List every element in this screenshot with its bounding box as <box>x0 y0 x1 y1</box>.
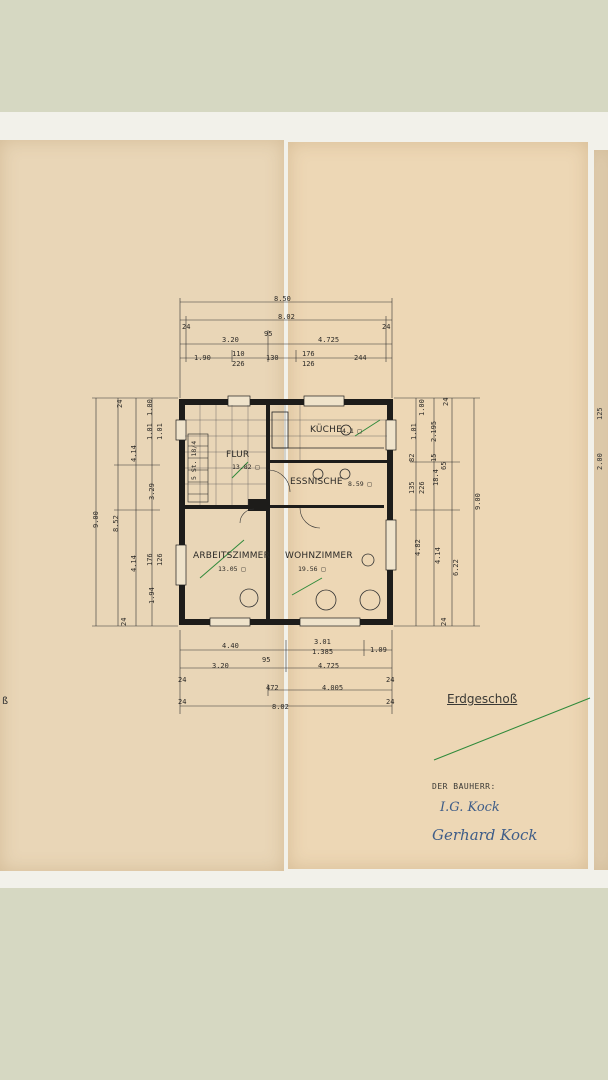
dim-top-4725: 4.725 <box>318 336 340 344</box>
edge-fragment-right-a: 125 <box>596 407 604 420</box>
dim-bottom-24d: 24 <box>386 698 395 706</box>
dim-top-130: 130 <box>266 354 279 362</box>
dim-right-482: 4.82 <box>414 539 422 556</box>
dim-bottom-24c: 24 <box>178 698 187 706</box>
dim-bottom-1385: 1.385 <box>312 648 334 656</box>
dim-left-852: 8.52 <box>112 515 120 532</box>
dim-top-244: 244 <box>354 354 367 362</box>
dim-right-82: 82 <box>408 453 416 462</box>
dim-right-15: 15 <box>430 453 438 462</box>
furniture <box>239 468 381 611</box>
stair <box>187 433 209 503</box>
dim-bottom-109: 1.09 <box>370 646 387 654</box>
room-label-kueche: KÜCHE <box>310 425 342 435</box>
dim-bottom-95: 95 <box>262 656 271 664</box>
dim-bottom-320: 3.20 <box>212 662 229 670</box>
room-area-essnische: 8.59 □ <box>348 480 372 488</box>
dim-bottom-802: 8.02 <box>272 703 289 711</box>
room-area-flur: 13.82 □ <box>232 463 260 471</box>
dim-right-622: 6.22 <box>452 559 460 576</box>
dim-top-126: 126 <box>302 360 315 368</box>
dim-top-190: 1.90 <box>194 354 211 362</box>
edge-fragment-left: ß <box>2 696 9 707</box>
room-area-arbeitszimmer: 13.05 □ <box>218 565 246 573</box>
dim-top-110: 110 <box>232 350 245 358</box>
dimension-lines-left <box>92 397 178 627</box>
room-area-kueche: 4.1 □ <box>342 427 362 435</box>
pen-marks-green <box>199 419 591 761</box>
dim-bottom-440: 4.40 <box>222 642 239 650</box>
dim-left-24b: 24 <box>120 617 128 626</box>
dim-right-184: 18.4 <box>432 469 440 486</box>
sheet-panel-edge <box>594 150 608 870</box>
dim-right-24b: 24 <box>440 617 448 626</box>
dim-left-329: 3.29 <box>148 483 156 500</box>
dim-bottom-4005: 4.005 <box>322 684 344 692</box>
signature-line-2: Gerhard Kock <box>432 826 538 844</box>
dim-bottom-301: 3.01 <box>314 638 331 646</box>
dim-left-414a: 4.14 <box>130 445 138 462</box>
dim-top-176: 176 <box>302 350 315 358</box>
room-label-essnische: ESSNISCHE <box>290 477 343 487</box>
dim-bottom-472: 472 <box>266 684 279 692</box>
dim-right-226: 226 <box>418 481 426 494</box>
dim-left-100: 1.00 <box>146 399 154 416</box>
dim-right-65: 65 <box>440 461 448 470</box>
dim-top-320: 3.20 <box>222 336 239 344</box>
room-label-arbeitszimmer: ARBEITSZIMMER <box>193 551 271 561</box>
room-label-wohnzimmer: WOHNZIMMER <box>285 551 353 561</box>
dim-bottom-4725: 4.725 <box>318 662 340 670</box>
dimension-lines-bottom <box>179 630 393 714</box>
dim-right-2195: 2.195 <box>430 420 438 442</box>
dim-top-overall-b: 8.02 <box>278 313 295 321</box>
dim-right-101: 1.01 <box>410 423 418 440</box>
dim-right-135: 135 <box>408 481 416 494</box>
room-label-flur: FLUR <box>226 450 250 460</box>
windows <box>175 395 397 627</box>
stair-label: 5 St. 18/4 <box>190 440 198 480</box>
dim-bottom-24b: 24 <box>386 676 395 684</box>
dim-left-900: 9.00 <box>92 511 100 528</box>
dim-left-101b: 1.01 <box>156 423 164 440</box>
edge-fragment-right-b: 2.00 <box>596 453 604 470</box>
dim-left-194: 1.94 <box>148 587 156 604</box>
dim-left-101a: 1.01 <box>146 423 154 440</box>
tile-pattern <box>185 405 387 505</box>
dim-left-126: 126 <box>156 553 164 566</box>
dim-left-24a: 24 <box>116 399 124 408</box>
signature-line-1: I.G. Kock <box>440 800 500 815</box>
dim-top-24b: 24 <box>382 323 391 331</box>
dim-top-226: 226 <box>232 360 245 368</box>
owner-label: DER BAUHERR: <box>432 782 496 791</box>
dim-top-overall-a: 8.50 <box>274 295 291 303</box>
walls <box>179 399 393 625</box>
dimension-lines-right <box>394 397 480 627</box>
dim-top-95: 95 <box>264 330 273 338</box>
dim-left-176: 176 <box>146 553 154 566</box>
dim-right-414: 4.14 <box>434 547 442 564</box>
dim-right-100: 1.00 <box>418 399 426 416</box>
dim-left-414b: 4.14 <box>130 555 138 572</box>
dim-top-24a: 24 <box>182 323 191 331</box>
dimension-lines-top <box>179 298 393 398</box>
dim-right-24: 24 <box>442 397 450 406</box>
dim-bottom-24a: 24 <box>178 676 187 684</box>
room-area-wohnzimmer: 19.56 □ <box>298 565 326 573</box>
kitchen-counter <box>271 411 384 449</box>
door-swings <box>239 469 321 529</box>
dim-right-900: 9.00 <box>474 493 482 510</box>
floor-title: Erdgeschoß <box>447 692 518 706</box>
